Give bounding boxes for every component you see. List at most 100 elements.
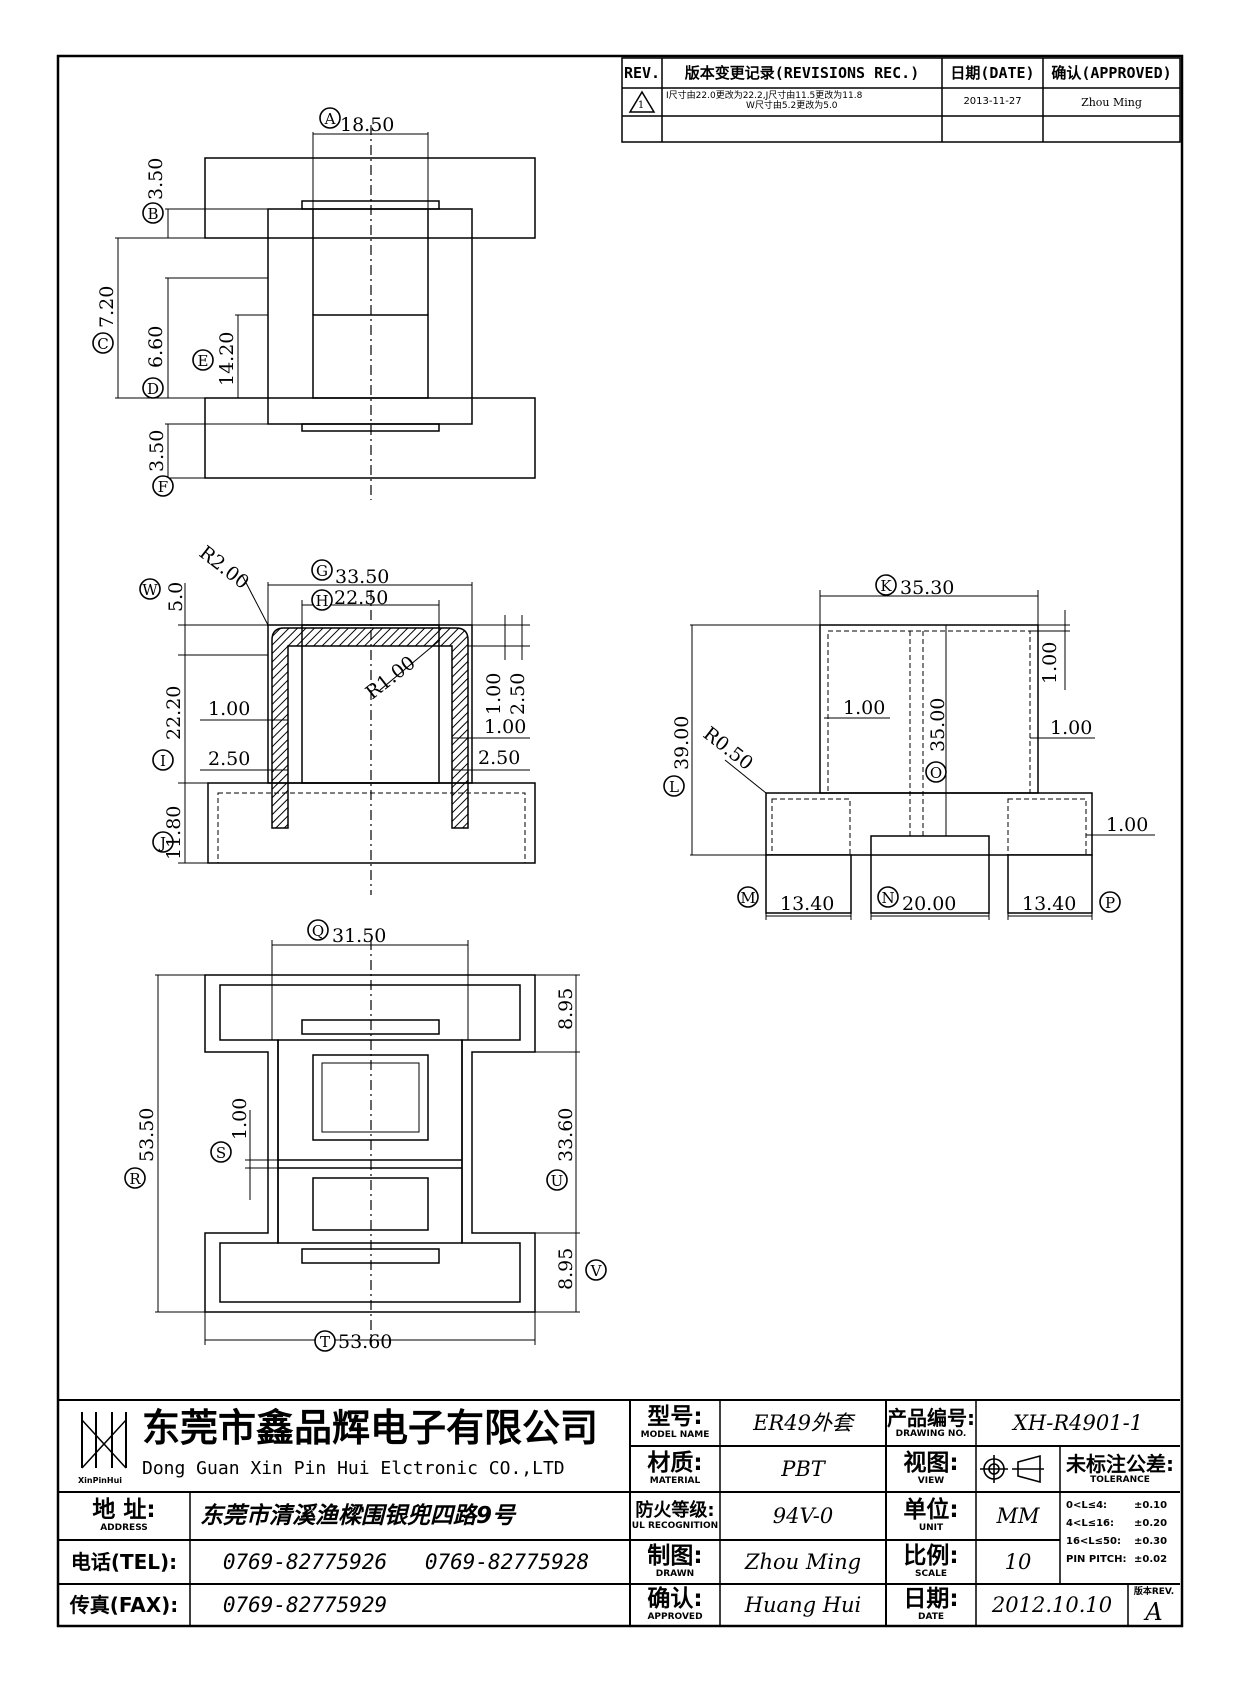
- ul-value: 94V-0: [772, 1503, 834, 1528]
- dim-w3: 1.00: [1050, 717, 1092, 739]
- model-label: 型号: MODEL NAME: [630, 1400, 720, 1446]
- dim-S: 1.00: [229, 1098, 251, 1140]
- svg-text:N: N: [881, 889, 894, 907]
- date-header: 日期(DATE): [950, 63, 1035, 82]
- svg-text:I: I: [160, 752, 166, 770]
- svg-text:M: M: [740, 889, 755, 907]
- rev-header: REV.: [623, 63, 661, 82]
- side-view: [690, 590, 1155, 920]
- model-label-en: MODEL NAME: [640, 1430, 710, 1440]
- drawn-label: 制图: DRAWN: [630, 1540, 720, 1584]
- dim-B: 3.50: [145, 158, 167, 200]
- revisions-rec-header: 版本变更记录(REVISIONS REC.): [684, 63, 920, 82]
- unit-value: MM: [996, 1503, 1040, 1528]
- material-value: PBT: [781, 1456, 825, 1481]
- approved-label-cn: 确认:: [647, 1586, 703, 1612]
- drawn-label-en: DRAWN: [655, 1569, 695, 1579]
- model-value: ER49外套: [753, 1410, 853, 1435]
- drawn-value: Zhou Ming: [744, 1549, 862, 1574]
- drawing-no-label-cn: 产品编号:: [887, 1405, 975, 1430]
- svg-text:A: A: [324, 110, 336, 128]
- svg-text:G: G: [316, 562, 328, 580]
- view-label-en: VIEW: [917, 1476, 945, 1486]
- svg-text:H: H: [315, 592, 328, 610]
- address-label: 地 址: ADDRESS: [58, 1492, 190, 1540]
- dim-J: 11.80: [163, 806, 185, 860]
- approved-label-en: APPROVED: [647, 1612, 703, 1622]
- address-value: 东莞市清溪渔樑围银兜四路9号: [200, 1502, 516, 1529]
- tel-2: 0769-82775928: [424, 1549, 590, 1574]
- tol-range-3: 16<L≤50:: [1066, 1536, 1121, 1547]
- dim-F: 3.50: [146, 430, 168, 472]
- ul-label-cn: 防火等级:: [635, 1499, 715, 1521]
- dim-U: 33.60: [555, 1108, 577, 1162]
- dim-t5: 1.00: [483, 673, 505, 715]
- version-value: A: [1145, 1598, 1163, 1626]
- tol-range-2: 4<L≤16:: [1066, 1518, 1115, 1529]
- dim-K: 35.30: [900, 577, 954, 599]
- company-logo: [81, 1412, 127, 1469]
- dim-T: 53.60: [338, 1331, 392, 1353]
- svg-text:E: E: [198, 352, 209, 370]
- unit-label-en: UNIT: [918, 1523, 944, 1533]
- revision-line-2: W尺寸由5.2更改为5.0: [746, 101, 838, 111]
- dim-W: 5.0: [165, 582, 187, 612]
- date-label: 日期: DATE: [886, 1584, 976, 1626]
- dim-G: 33.50: [335, 566, 389, 588]
- tolerance-label-cn: 未标注公差:: [1066, 1451, 1174, 1476]
- svg-text:B: B: [147, 205, 158, 223]
- dim-R1: R1.00: [362, 652, 420, 704]
- dim-P: 13.40: [1022, 893, 1076, 915]
- dim-I: 22.20: [163, 686, 185, 740]
- top-view: [115, 125, 536, 500]
- drawing-no-label-en: DRAWING NO.: [895, 1428, 967, 1439]
- fax-value: 0769-82775929: [222, 1592, 388, 1617]
- dim-Q: 31.50: [332, 925, 386, 947]
- drawn-label-cn: 制图:: [647, 1543, 703, 1569]
- date-label-en: DATE: [917, 1612, 945, 1622]
- tol-value-4: ±0.02: [1134, 1554, 1168, 1565]
- dim-M: 13.40: [780, 893, 834, 915]
- dim-R2: R2.00: [195, 542, 253, 594]
- unit-label: 单位: UNIT: [886, 1492, 976, 1540]
- date-label-cn: 日期:: [903, 1586, 959, 1612]
- tolerance-label-en: TOLERANCE: [1090, 1474, 1150, 1485]
- approved-label: 确认: APPROVED: [630, 1584, 720, 1626]
- top-view-labels: A 18.50 B 3.50 C 7.20 D 6.60 E 14.20 F 3…: [92, 107, 394, 497]
- svg-text:K: K: [880, 577, 892, 595]
- dim-t1: 1.00: [208, 698, 250, 720]
- fax-label: 传真(FAX):: [69, 1593, 179, 1617]
- dim-E: 14.20: [216, 332, 238, 386]
- svg-text:S: S: [216, 1144, 226, 1162]
- tol-value-2: ±0.20: [1134, 1518, 1168, 1529]
- rev-entry-number: 1: [638, 100, 644, 111]
- svg-text:F: F: [158, 478, 168, 496]
- model-label-cn: 型号:: [647, 1404, 703, 1430]
- svg-text:W: W: [142, 581, 158, 599]
- svg-text:L: L: [669, 778, 679, 796]
- dim-w2: 1.00: [1039, 642, 1061, 684]
- revision-triangle-icon: [628, 90, 656, 113]
- bottom-view: [155, 940, 580, 1345]
- dim-R0.5: R0.50: [699, 723, 757, 775]
- approved-value: Huang Hui: [744, 1592, 862, 1617]
- dim-H: 22.50: [334, 587, 388, 609]
- tel-label: 电话(TEL):: [70, 1550, 178, 1574]
- revision-line-1: I尺寸由22.0更改为22.2,J尺寸由11.5更改为11.8: [666, 91, 863, 102]
- svg-text:R: R: [129, 1170, 141, 1188]
- svg-text:D: D: [147, 380, 159, 398]
- dim-D: 6.60: [145, 326, 167, 368]
- svg-text:Q: Q: [312, 922, 324, 940]
- dim-t3: 1.00: [484, 716, 526, 738]
- material-label: 材质: MATERIAL: [630, 1446, 720, 1492]
- scale-label-cn: 比例:: [903, 1543, 959, 1569]
- scale-label-en: SCALE: [915, 1569, 947, 1579]
- dim-A: 18.50: [340, 114, 394, 136]
- company-name-cn: 东莞市鑫品辉电子有限公司: [142, 1406, 599, 1450]
- drawing-no-value: XH-R4901-1: [1012, 1410, 1144, 1435]
- material-label-en: MATERIAL: [649, 1476, 701, 1486]
- side-view-labels: K 35.30 L 39.00 O 35.00 R0.50 1.00 1.00 …: [663, 574, 1148, 915]
- dim-w4: 1.00: [1106, 814, 1148, 836]
- tol-range-4: PIN PITCH:: [1066, 1554, 1127, 1565]
